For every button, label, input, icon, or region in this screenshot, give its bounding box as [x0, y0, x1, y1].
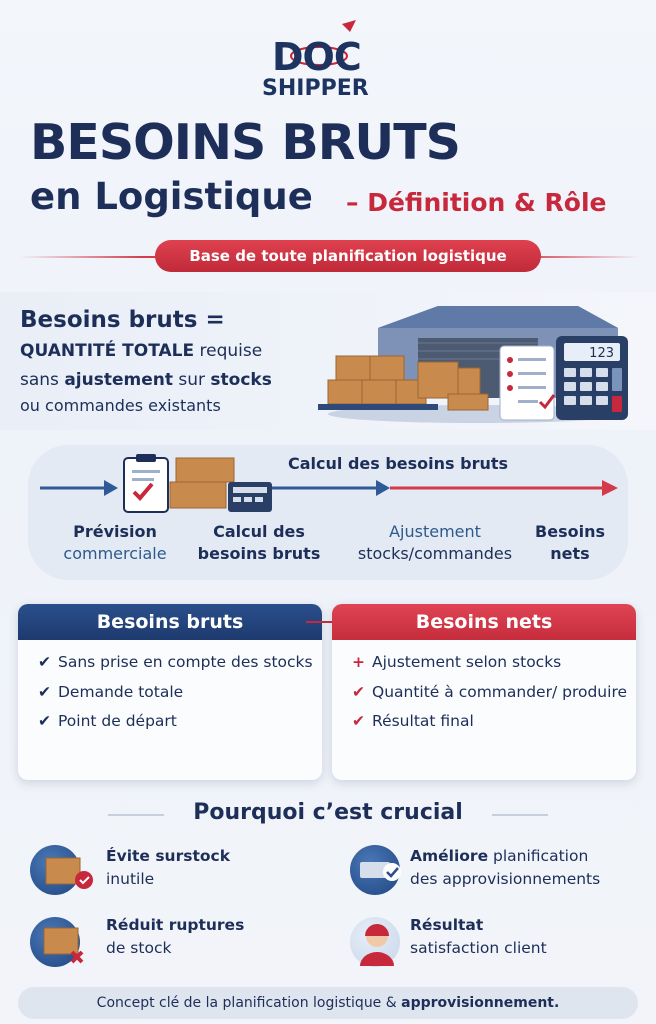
why-item-rest: inutile	[106, 870, 155, 889]
process-step-label: Ajustement	[389, 522, 481, 541]
process-step-sublabel: stocks/commandes	[357, 543, 513, 563]
why-item-overstock: Évite surstock inutile	[106, 845, 230, 892]
why-item-stockout: Réduit ruptures de stock	[106, 914, 244, 961]
definition-line2: QUANTITÉ TOTALE requise	[20, 340, 262, 362]
why-item-bold: Réduit ruptures	[106, 916, 245, 934]
plus-icon: +	[352, 653, 365, 671]
footer-bold: approvisionnement.	[401, 995, 560, 1011]
list-item: ✔ Demande totale	[38, 682, 314, 704]
footer-banner: Concept clé de la planification logistiq…	[18, 987, 638, 1019]
gross-needs-card: Besoins bruts ✔ Sans prise en compte des …	[18, 604, 322, 780]
brand-line2: SHIPPER	[262, 76, 369, 101]
check-icon: ✔	[38, 712, 51, 731]
gross-needs-title: Besoins bruts	[18, 604, 322, 640]
why-item-rest: de stock	[106, 939, 172, 958]
net-needs-card: Besoins nets + Ajustement selon stocks ✔ Q…	[332, 604, 636, 780]
list-item: ✔ Résultat final	[352, 711, 628, 733]
title-line1: BESOINS BRUTS	[30, 114, 461, 171]
definition-quantity: QUANTITÉ TOTALE	[20, 341, 195, 361]
title-line3: – Définition & Rôle	[346, 190, 606, 215]
warehouse-illustration: 123	[318, 306, 628, 423]
net-needs-list: + Ajustement selon stocks ✔ Quantité à com…	[332, 640, 636, 733]
box-cross-glyph	[43, 927, 84, 964]
process-step-label: Besoins	[535, 522, 605, 541]
list-item-text: Sans prise en compte des stocks	[58, 653, 313, 671]
forecast-clipboard-icon	[123, 454, 272, 513]
check-icon: ✔	[38, 653, 51, 671]
net-needs-title: Besoins nets	[332, 604, 636, 640]
definition-sur: sur	[172, 370, 211, 390]
why-item-bold: Améliore	[410, 847, 489, 865]
definition-heading: Besoins bruts =	[20, 307, 225, 333]
why-item-bold: Évite surstock	[106, 847, 231, 865]
process-step-sublabel: besoins bruts	[197, 543, 321, 563]
list-item: ✔ Point de départ	[38, 711, 314, 733]
customer-glyph	[360, 924, 394, 966]
process-step-net: Besoins nets	[520, 521, 620, 564]
list-item: ✔ Quantité à commander/ produire	[352, 682, 628, 704]
process-step-label: Calcul des	[213, 522, 305, 541]
process-step-gross: Calcul des besoins bruts	[184, 521, 334, 564]
arrow-icon	[376, 480, 390, 496]
process-step-label: Prévision	[73, 522, 157, 541]
process-arrows	[40, 480, 618, 496]
definition-required: requise	[194, 341, 263, 361]
why-divider-left	[108, 814, 164, 816]
gross-needs-list: ✔ Sans prise en compte des stocks ✔ Demand…	[18, 640, 322, 733]
check-icon: ✔	[352, 682, 365, 701]
title-line3-text: Définition & Rôle	[367, 188, 607, 217]
why-item-rest: des approvisionnements	[410, 870, 601, 889]
process-step-sublabel: commerciale	[63, 543, 167, 563]
list-item-text: Ajustement selon stocks	[372, 653, 562, 671]
truck-check-glyph	[360, 862, 401, 881]
check-icon: ✔	[352, 712, 365, 731]
check-icon: ✔	[38, 682, 51, 701]
logo: DOC SHIPPER	[0, 18, 656, 101]
why-item-satisfaction: Résultat satisfaction client	[410, 914, 547, 961]
why-divider-right	[492, 814, 548, 816]
process-title: Calcul des besoins bruts	[288, 454, 509, 473]
box-check-glyph	[45, 857, 93, 889]
list-item: ✔ Sans prise en compte des stocks	[38, 652, 314, 674]
why-item-rest: satisfaction client	[410, 939, 547, 958]
list-item-text: Demande totale	[58, 682, 184, 701]
definition-line3: sans ajustement sur stocks	[20, 369, 272, 391]
process-step-forecast: Prévision commerciale	[40, 521, 190, 564]
why-item-planning: Améliore planification des approvisionne…	[410, 845, 600, 892]
definition-line4: ou commandes existants	[20, 396, 221, 415]
why-title: Pourquoi c’est crucial	[193, 800, 463, 825]
title-dash: –	[346, 188, 359, 217]
process-step-adjust: Ajustement stocks/commandes	[345, 521, 525, 564]
list-item: + Ajustement selon stocks	[352, 652, 628, 674]
title-line2: en Logistique	[30, 175, 313, 218]
subtitle-pill: Base de toute planification logistique	[155, 240, 541, 272]
brand-line1: DOC	[272, 35, 362, 79]
arrow-icon	[104, 480, 118, 496]
globe-plane-icon	[290, 20, 356, 66]
why-item-bold: Résultat	[410, 916, 484, 934]
list-item-text: Point de départ	[58, 712, 177, 731]
footer-text: Concept clé de la planification logistiq…	[96, 995, 402, 1011]
process-step-sublabel: nets	[550, 543, 590, 563]
definition-adjustment: ajustement	[64, 370, 173, 390]
arrow-icon	[602, 480, 618, 496]
list-item-text: Quantité à commander/ produire	[372, 682, 628, 701]
why-item-inline: planification	[488, 847, 589, 865]
list-item-text: Résultat final	[372, 712, 474, 731]
definition-stocks: stocks	[210, 370, 272, 390]
calculator-display: 123	[589, 346, 614, 361]
definition-sans: sans	[20, 370, 65, 390]
